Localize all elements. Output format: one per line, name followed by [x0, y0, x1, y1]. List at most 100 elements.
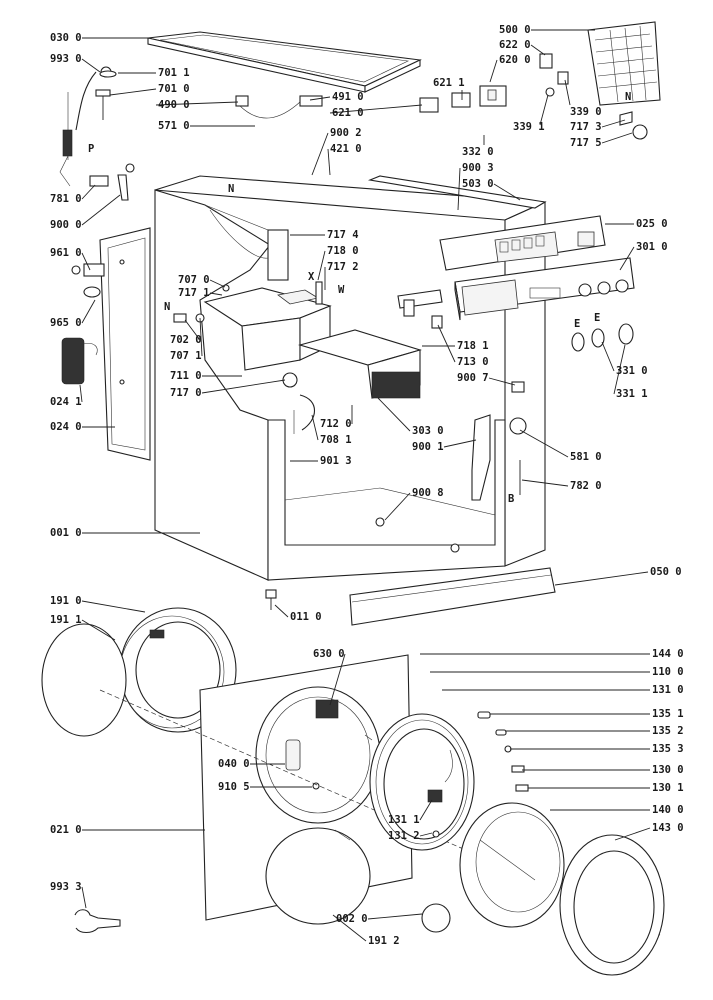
part-label-p621_1: 621 1 [433, 77, 465, 89]
part-label-p130_1: 130 1 [652, 782, 684, 794]
marker-m_e1: E [574, 318, 580, 330]
panel-bracket [267, 229, 323, 305]
door-glass-bowl [459, 802, 565, 928]
part-label-p135_2: 135 2 [652, 725, 684, 737]
marker-m_n3: N [625, 91, 631, 103]
part-label-p910: 910 5 [218, 781, 250, 793]
door-frame-ring [369, 713, 475, 851]
leader-line-p191_0 [81, 600, 146, 613]
part-label-p191_1: 191 1 [50, 614, 82, 626]
part-label-p701_0: 701 0 [158, 83, 190, 95]
leader-line-p622 [530, 44, 546, 56]
leader-line-p339_0 [564, 79, 571, 106]
leader-line-p717_1 [209, 292, 223, 296]
part-label-p331_0: 331 0 [616, 365, 648, 377]
marker-m_p: P [88, 143, 94, 155]
part-label-p707_0: 707 0 [178, 274, 210, 286]
part-label-p622: 622 0 [499, 39, 531, 51]
part-label-p717_5: 717 5 [570, 137, 602, 149]
leader-line-p002 [367, 913, 423, 920]
inlet-hose [293, 394, 316, 434]
door-outer-ring [559, 834, 665, 976]
filter-hose [61, 337, 98, 385]
leader-line-p050 [554, 571, 649, 586]
marker-m_n1: N [228, 183, 234, 195]
leader-line-p713 [437, 324, 456, 363]
leader-line-p701_0 [109, 88, 157, 96]
door-glass-inner [265, 827, 371, 925]
hinge-parts [477, 711, 529, 792]
leader-line-p024_1 [79, 384, 83, 403]
leader-line-p708 [311, 414, 319, 441]
marker-m_w: W [338, 284, 345, 296]
small-components [471, 381, 527, 501]
leader-lines [79, 29, 651, 942]
part-label-p131_2: 131 2 [388, 830, 420, 842]
leader-line-p717_0 [201, 379, 286, 394]
part-label-p331_1: 331 1 [616, 388, 648, 400]
control-panel-board [439, 215, 606, 271]
part-label-p011: 011 0 [290, 611, 322, 623]
part-label-p491: 491 0 [332, 91, 364, 103]
part-label-p781: 781 0 [50, 193, 82, 205]
part-label-p620: 620 0 [499, 54, 531, 66]
part-label-p110: 110 0 [652, 666, 684, 678]
leader-line-p011 [274, 604, 289, 618]
leader-line-p707_0 [209, 279, 226, 288]
part-label-p024_0: 024 0 [50, 421, 82, 433]
part-label-p001: 001 0 [50, 527, 82, 539]
part-label-p050: 050 0 [650, 566, 682, 578]
switch-blocks [419, 85, 507, 113]
part-label-p711: 711 0 [170, 370, 202, 382]
control-knobs [571, 323, 634, 352]
part-label-p965: 965 0 [50, 317, 82, 329]
part-label-p717_4: 717 4 [327, 229, 359, 241]
dispenser-drawer [297, 329, 422, 399]
part-label-p332: 332 0 [462, 146, 494, 158]
leader-line-p131_1 [419, 799, 433, 821]
leader-line-p900_0 [81, 194, 121, 226]
part-label-p301: 301 0 [636, 241, 668, 253]
part-label-p707_1: 707 1 [170, 350, 202, 362]
part-label-p717_2: 717 2 [327, 261, 359, 273]
part-label-p702: 702 0 [170, 334, 202, 346]
leader-line-p702 [184, 319, 201, 341]
part-label-p718_0: 718 0 [327, 245, 359, 257]
leader-line-p143 [614, 827, 651, 841]
leader-line-p331_1 [613, 344, 626, 395]
service-tool [74, 909, 121, 934]
part-label-p993_0: 993 0 [50, 53, 82, 65]
part-label-p717_3: 717 3 [570, 121, 602, 133]
top-lid [147, 31, 422, 93]
plinth [349, 567, 556, 626]
rear-panel [99, 227, 151, 461]
part-label-p717_1: 717 1 [178, 287, 210, 299]
foot-screw [265, 589, 277, 610]
part-label-p002: 002 0 [336, 913, 368, 925]
part-label-p040: 040 0 [218, 758, 250, 770]
wiring-harness [235, 95, 323, 119]
part-label-p131_0: 131 0 [652, 684, 684, 696]
leader-line-p782 [521, 479, 569, 487]
part-label-p900_7: 900 7 [457, 372, 489, 384]
part-label-p140: 140 0 [652, 804, 684, 816]
part-label-p421: 421 0 [330, 143, 362, 155]
drain-pump [71, 263, 105, 298]
leader-line-p301 [619, 246, 635, 271]
leader-line-p707_1 [199, 317, 203, 357]
marker-m_n2: N [164, 301, 170, 313]
leader-line-p191_2 [332, 914, 367, 942]
part-label-p024_1: 024 1 [50, 396, 82, 408]
leader-line-p718_0 [317, 250, 326, 281]
part-label-p993_3: 993 3 [50, 881, 82, 893]
part-label-p135_3: 135 3 [652, 743, 684, 755]
part-label-p708: 708 1 [320, 434, 352, 446]
part-label-p143: 143 0 [652, 822, 684, 834]
leader-line-p503 [493, 183, 521, 201]
part-label-p490: 490 0 [158, 99, 190, 111]
part-label-p339_1: 339 1 [513, 121, 545, 133]
leader-line-p581 [519, 429, 569, 458]
part-label-p900_2: 900 2 [330, 127, 362, 139]
part-label-p621_0: 621 0 [332, 107, 364, 119]
leader-line-p717_5 [601, 132, 633, 144]
